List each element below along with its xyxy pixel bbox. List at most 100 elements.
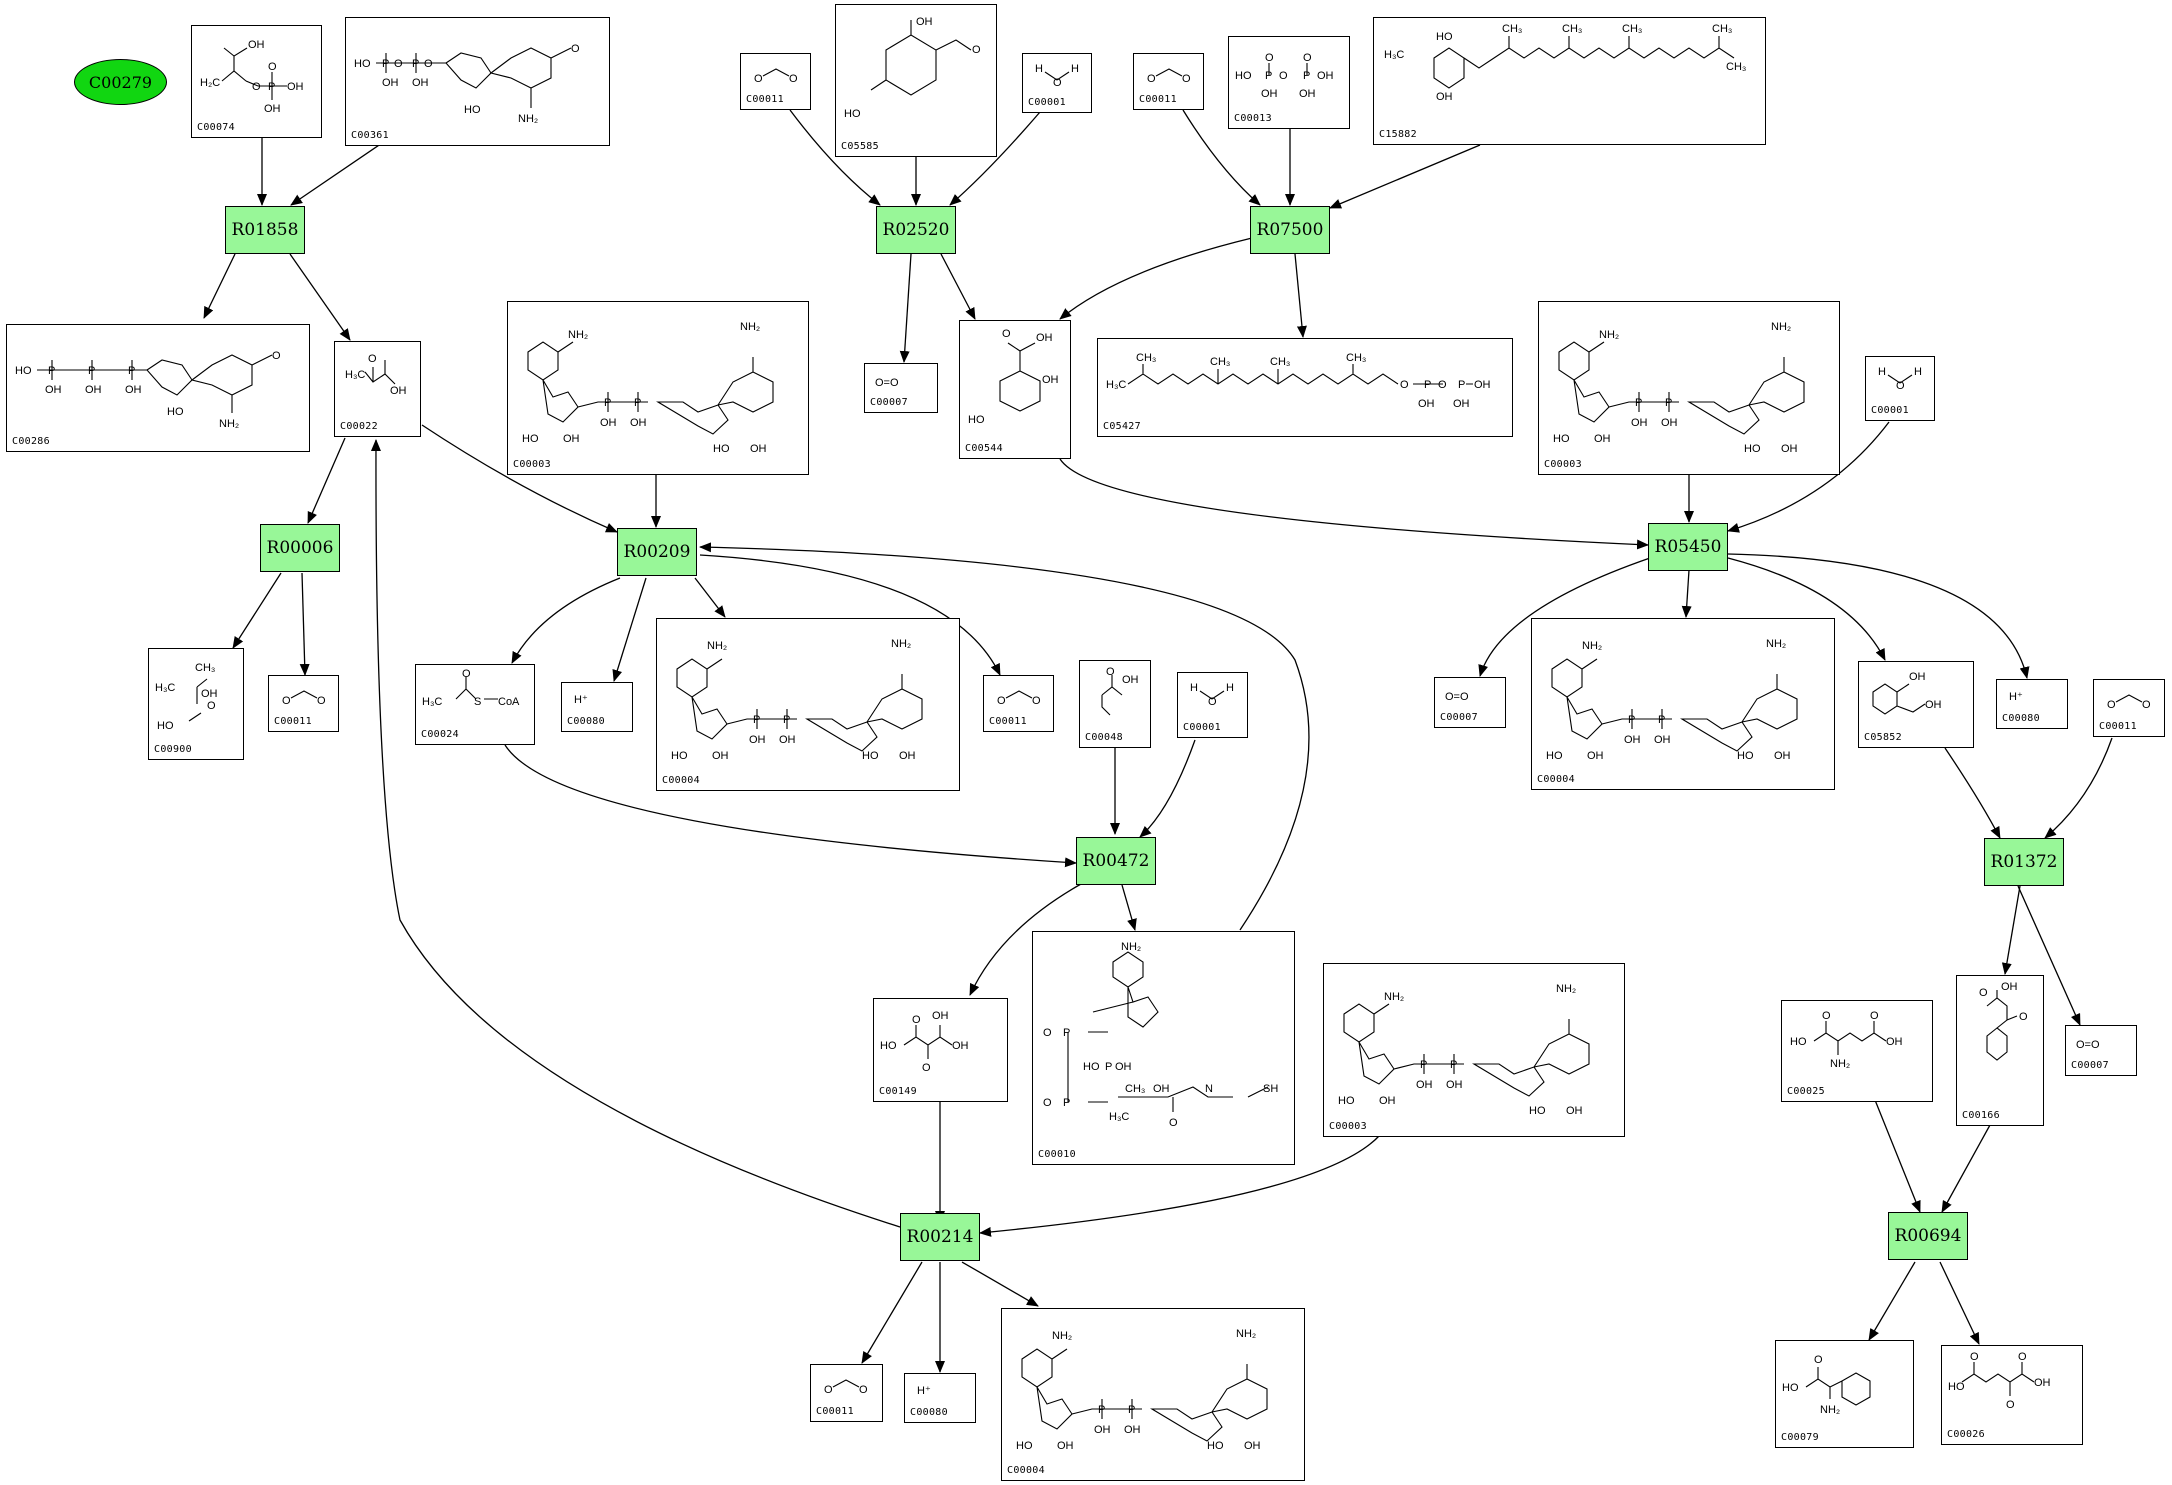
svg-text:OH: OH <box>390 385 407 397</box>
edge-c05852-r01372 <box>1944 747 2001 839</box>
svg-text:O: O <box>1970 1351 1979 1363</box>
reaction-r05450[interactable]: R05450 <box>1648 523 1728 571</box>
compound-c00080-b[interactable]: H⁺ C00080 <box>1996 679 2068 729</box>
reaction-r07500[interactable]: R07500 <box>1250 206 1330 254</box>
edge-c00003c-r00214 <box>979 1134 1381 1237</box>
structure-c05585: OH O HO <box>844 16 981 120</box>
compound-c00007-b[interactable]: O=O C00007 <box>1434 677 1506 728</box>
svg-text:CH₃: CH₃ <box>1136 352 1156 364</box>
svg-text:P: P <box>1063 1027 1070 1039</box>
svg-text:O: O <box>207 700 216 712</box>
compound-id-c00010: C00010 <box>1038 1149 1076 1160</box>
compound-c00022[interactable]: H₃C O OH C00022 <box>334 341 421 437</box>
reaction-r02520[interactable]: R02520 <box>876 206 956 254</box>
compound-id-c00007-a: C00007 <box>870 397 908 408</box>
svg-text:P: P <box>604 397 611 409</box>
edge-r00214-c00022 <box>370 439 901 1228</box>
compound-id-c00149: C00149 <box>879 1086 917 1097</box>
reaction-r00694[interactable]: R00694 <box>1888 1212 1968 1260</box>
svg-text:P: P <box>1265 70 1272 82</box>
svg-text:NH₂: NH₂ <box>1766 638 1786 650</box>
compound-c00361[interactable]: HO P O P O OH OH HO O NH₂ C00361 <box>345 17 610 146</box>
edge-c00010-r00209 <box>699 542 1310 931</box>
compound-id-c00013: C00013 <box>1234 113 1272 124</box>
compound-c15882[interactable]: H₃C HO OH CH₃ CH₃ CH₃ CH₃ CH₃ C15882 <box>1373 17 1766 145</box>
structure-c00007-c: O=O <box>2076 1039 2100 1051</box>
svg-text:O=O: O=O <box>875 377 899 389</box>
edge-c15882-r07500 <box>1329 144 1481 209</box>
edge-r00694-c00079 <box>1868 1261 1916 1341</box>
edge-c00011a-r02520 <box>789 109 881 206</box>
edge-c00544-r05450 <box>1059 458 1649 550</box>
structure-c00022: H₃C O OH <box>345 353 407 397</box>
svg-text:H⁺: H⁺ <box>574 694 588 706</box>
compound-id-c00007-b: C00007 <box>1440 712 1478 723</box>
reaction-r00472[interactable]: R00472 <box>1076 837 1156 885</box>
reaction-r01858[interactable]: R01858 <box>225 206 305 254</box>
edge-r00006-c00011c <box>299 572 310 676</box>
compound-c00024[interactable]: H₃C O S CoA C00024 <box>415 664 535 745</box>
svg-text:O: O <box>394 58 403 70</box>
svg-text:OH: OH <box>1624 734 1641 746</box>
reaction-r00209[interactable]: R00209 <box>617 528 697 576</box>
compound-c05585[interactable]: OH O HO C05585 <box>835 4 997 157</box>
reaction-r00006[interactable]: R00006 <box>260 524 340 572</box>
reaction-r00214[interactable]: R00214 <box>900 1213 980 1261</box>
svg-text:OH: OH <box>1781 443 1798 455</box>
compound-c00080-a[interactable]: H⁺ C00080 <box>561 682 633 732</box>
compound-id-c00080-c: C00080 <box>910 1407 948 1418</box>
reaction-r01372[interactable]: R01372 <box>1984 838 2064 886</box>
compound-c00286[interactable]: HO P P P OH OH OH HO O NH₂ C00286 <box>6 324 310 452</box>
svg-text:HO: HO <box>1782 1382 1799 1394</box>
svg-text:CH₃: CH₃ <box>1210 356 1230 368</box>
compound-c00007-a[interactable]: O=O C00007 <box>864 363 938 413</box>
structure-c00286: HO P P P OH OH OH HO O NH₂ <box>15 350 281 430</box>
compound-c00900[interactable]: CH₃ H₃C OH O HO C00900 <box>148 648 244 760</box>
svg-text:O=O: O=O <box>1445 691 1469 703</box>
svg-text:O: O <box>1438 379 1447 391</box>
svg-text:O: O <box>272 350 281 362</box>
svg-text:OH: OH <box>201 688 218 700</box>
edge-c00022-r00209 <box>421 424 618 533</box>
edge-r00209-c00011d <box>699 554 1001 676</box>
start-node-c00279[interactable]: C00279 <box>74 59 167 105</box>
svg-text:NH₂: NH₂ <box>1556 983 1576 995</box>
compound-c00074[interactable]: OH H₂C O O P OH OH C00074 <box>191 25 322 138</box>
compound-c00007-c[interactable]: O=O C00007 <box>2065 1025 2137 1076</box>
compound-c00080-c[interactable]: H⁺ C00080 <box>904 1373 976 1423</box>
svg-text:P: P <box>1658 714 1665 726</box>
svg-text:O: O <box>1400 379 1409 391</box>
edge-c00024-r00472 <box>504 744 1077 868</box>
structure-c00001-a: HOH <box>1035 63 1079 89</box>
edge-r01858-c00286 <box>203 253 236 319</box>
